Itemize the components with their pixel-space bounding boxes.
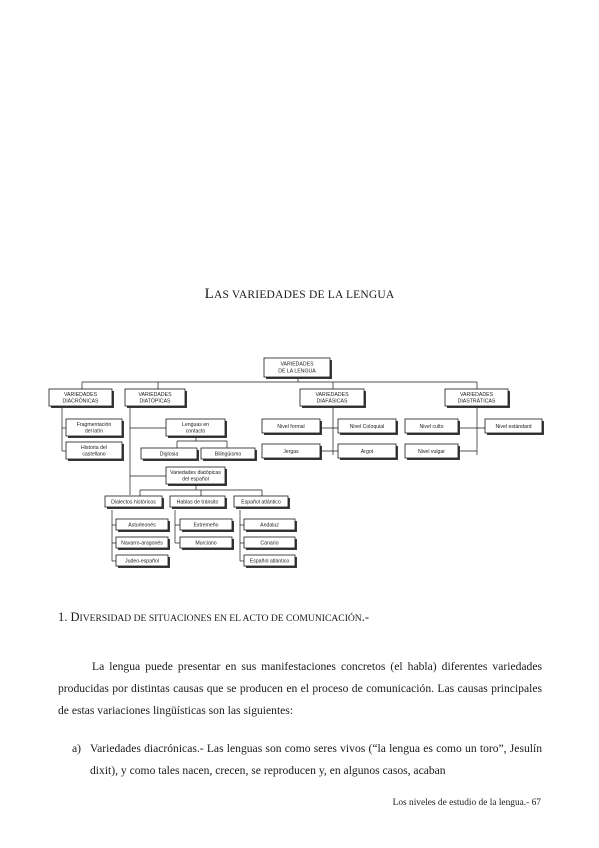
list-item: a) Variedades diacrónicas.- Las lenguas … [72, 738, 542, 782]
svg-text:Argot: Argot [361, 449, 374, 455]
svg-text:del latín: del latín [85, 429, 103, 435]
paragraph-intro: La lengua puede presentar en sus manifes… [58, 660, 542, 717]
node-canario: Canario [243, 536, 297, 550]
node-variedades-diatopicas-espanol: Variedades diatópicas del español [165, 466, 227, 486]
title-initial: L [204, 286, 214, 302]
node-jergas: Jergas [261, 443, 322, 460]
node-hablas-transito: Hablas de tránsito [169, 495, 227, 509]
node-nivel-estandar: Nivel estándard [484, 418, 544, 435]
svg-text:castellano: castellano [82, 452, 105, 458]
svg-text:Historia del: Historia del [81, 445, 107, 451]
node-diacronicas: VARIEDADES DIACRÓNICAS [48, 388, 114, 408]
node-nivel-vulgar: Nivel vulgar [404, 443, 460, 460]
svg-text:del español: del español [182, 477, 209, 483]
node-nivel-coloquial: Nivel Coloquial [337, 418, 398, 435]
page-title: LAS VARIEDADES DE LA LENGUA [0, 286, 599, 303]
section-heading: 1. DIVERSIDAD DE SITUACIONES EN EL ACTO … [58, 610, 369, 625]
svg-text:Lenguas en: Lenguas en [182, 422, 209, 428]
node-judeo-espanol: Judeo-español [115, 554, 170, 568]
svg-text:DIAFÁSICAS: DIAFÁSICAS [317, 398, 348, 405]
node-diafasicas: VARIEDADES DIAFÁSICAS [299, 388, 366, 408]
svg-text:Fragmentación: Fragmentación [77, 422, 112, 428]
node-argot: Argot [337, 443, 398, 460]
svg-text:Canario: Canario [260, 541, 278, 547]
svg-text:DIACRÓNICAS: DIACRÓNICAS [62, 398, 99, 405]
page-footer: Los niveles de estudio de la lengua.- 67 [392, 798, 541, 808]
node-root-line2: DE LA LENGUA [278, 369, 316, 375]
svg-text:Español atlántico: Español atlántico [241, 500, 281, 506]
list-text: Variedades diacrónicas.- Las lenguas son… [90, 742, 542, 777]
svg-text:Navarro-aragonés: Navarro-aragonés [121, 541, 163, 547]
svg-text:contacto: contacto [186, 429, 206, 435]
svg-text:VARIEDADES: VARIEDADES [315, 392, 349, 398]
node-fragmentacion: Fragmentación del latín [65, 418, 124, 438]
svg-text:DIASTRÁTICAS: DIASTRÁTICAS [458, 398, 496, 405]
diagram-connectors [61, 378, 485, 562]
title-rest: AS VARIEDADES DE LA LENGUA [213, 289, 395, 301]
svg-text:Variedades diatópicas: Variedades diatópicas [170, 470, 221, 476]
node-root: VARIEDADES DE LA LENGUA [263, 357, 332, 379]
node-diglosia: Diglosia [140, 447, 199, 461]
svg-text:Andaluz: Andaluz [260, 523, 279, 529]
svg-text:Judeo-español: Judeo-español [125, 559, 159, 565]
svg-text:Murciano: Murciano [195, 541, 216, 547]
node-root-line1: VARIEDADES [280, 362, 314, 368]
svg-text:DIATÓPICAS: DIATÓPICAS [139, 398, 171, 405]
svg-text:Nivel estándard: Nivel estándard [495, 424, 531, 430]
svg-text:VARIEDADES: VARIEDADES [64, 392, 98, 398]
node-lenguas-contacto: Lenguas en contacto [165, 418, 227, 438]
svg-text:Bilingüismo: Bilingüismo [215, 452, 242, 458]
node-diatopicas: VARIEDADES DIATÓPICAS [124, 388, 187, 408]
node-espanol-atlantico: Español atlántico [243, 554, 297, 568]
svg-text:Diglosia: Diglosia [160, 452, 179, 458]
node-nivel-culto: Nivel culto [404, 418, 460, 435]
section-number: 1. D [58, 610, 80, 624]
node-murciano: Murciano [179, 536, 234, 550]
svg-text:Nivel culto: Nivel culto [420, 424, 444, 430]
list-marker: a) [72, 742, 82, 755]
svg-text:Jergas: Jergas [283, 449, 299, 455]
node-diastraticas: VARIEDADES DIASTRÁTICAS [444, 388, 510, 408]
svg-text:Hablas de tránsito: Hablas de tránsito [177, 500, 219, 506]
node-nivel-formal: Nivel formal [261, 418, 322, 435]
section-title-rest: IVERSIDAD DE SITUACIONES EN EL ACTO DE C… [79, 613, 362, 624]
node-asturleones: Asturleonés [115, 518, 170, 532]
svg-text:Nivel vulgar: Nivel vulgar [418, 449, 445, 455]
node-navarro-aragones: Navarro-aragonés [115, 536, 170, 550]
node-andaluz: Andaluz [243, 518, 297, 532]
node-historia: Historia del castellano [65, 441, 124, 461]
section-tail: .- [361, 610, 370, 624]
svg-text:Nivel Coloquial: Nivel Coloquial [350, 424, 385, 430]
svg-text:VARIEDADES: VARIEDADES [460, 392, 494, 398]
node-extremeno: Extremeño [179, 518, 234, 532]
node-bilinguismo: Bilingüismo [200, 447, 257, 461]
svg-text:Dialectos históricos: Dialectos históricos [111, 500, 156, 506]
node-espanol-atlantico-head: Español atlántico [233, 495, 290, 509]
svg-text:Nivel formal: Nivel formal [277, 424, 304, 430]
svg-text:Extremeño: Extremeño [193, 523, 218, 529]
svg-text:Español atlántico: Español atlántico [250, 559, 290, 565]
svg-text:VARIEDADES: VARIEDADES [138, 392, 172, 398]
node-dialectos-historicos: Dialectos históricos [104, 495, 164, 509]
svg-text:Asturleonés: Asturleonés [128, 523, 156, 529]
